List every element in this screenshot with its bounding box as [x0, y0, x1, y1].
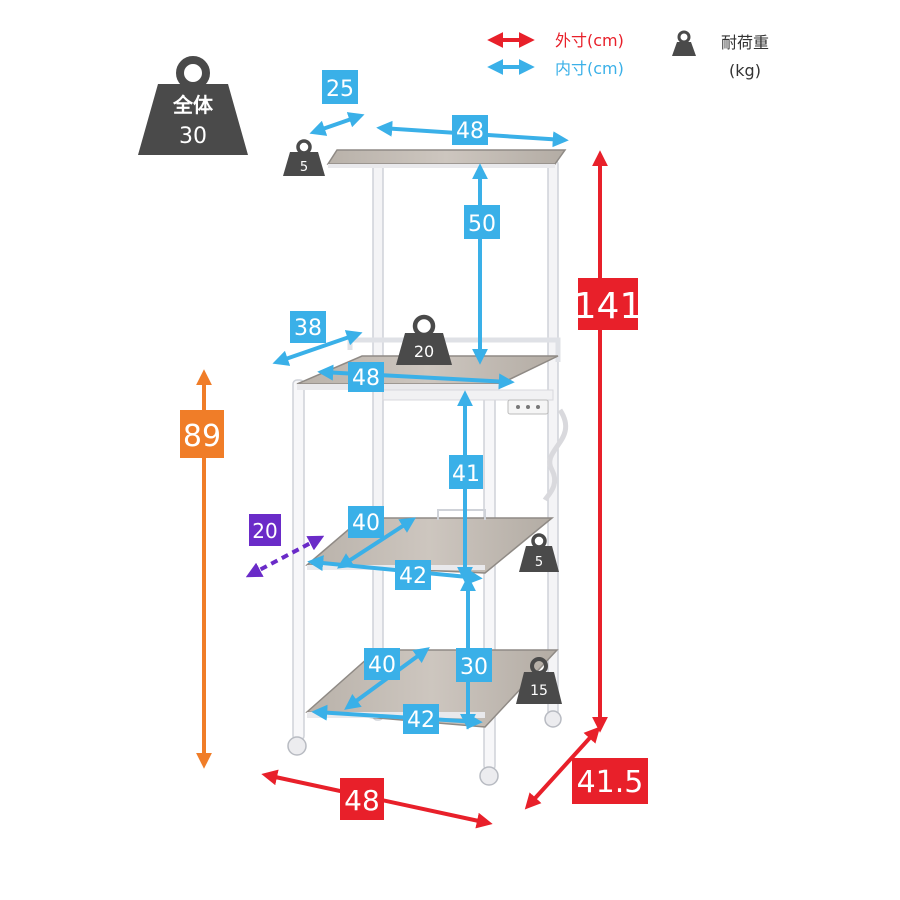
upright-back-left — [372, 159, 384, 721]
shelf3-depth-value: 40 — [368, 653, 396, 678]
load-bottom-value: 15 — [530, 683, 548, 699]
total-weight-value: 30 — [179, 124, 207, 149]
top-width-box — [452, 115, 488, 145]
top-depth-arrow — [309, 112, 365, 136]
shelf2-depth-box — [348, 506, 384, 538]
depth-value: 41.5 — [577, 765, 644, 800]
shelf3-clearance-value: 30 — [460, 655, 488, 680]
shelf3-width-box — [403, 704, 439, 734]
shelf2-width-box — [395, 560, 431, 590]
height-lower-box — [180, 410, 224, 458]
top-clearance-value: 50 — [468, 212, 496, 237]
shelf3-depth-box — [364, 648, 400, 680]
shelf-top — [326, 149, 567, 165]
mid-clearance-value: 41 — [452, 462, 480, 487]
mid-depth-box — [290, 311, 326, 343]
legend-load-label: 耐荷重 — [721, 33, 769, 52]
legend: 外寸(cm) 内寸(cm) 耐荷重 (kg) — [487, 30, 769, 80]
load-middle-value: 20 — [414, 342, 434, 361]
upright-back-right — [547, 159, 559, 721]
load-badge-second: 5 — [519, 533, 559, 572]
load-badge-middle: 20 — [396, 314, 452, 365]
shelf2-rail-arrow — [245, 535, 325, 578]
width-box — [340, 778, 384, 820]
load-top-value: 5 — [300, 160, 308, 175]
top-clearance-box — [464, 205, 500, 239]
legend-inner-label: 内寸(cm) — [555, 59, 624, 78]
load-second-value: 5 — [535, 555, 543, 570]
shelf2-rail-value: 20 — [252, 519, 277, 543]
shelf2-depth-value: 40 — [352, 511, 380, 536]
mid-depth-arrow — [272, 330, 363, 366]
load-badge-top: 5 — [283, 139, 325, 176]
shelf2-rail-box — [249, 514, 281, 546]
upright-front-left — [292, 379, 305, 741]
total-weight-label: 全体 — [172, 93, 214, 117]
shelf3-clearance-box — [456, 648, 492, 682]
inner-dimensions: 25 48 50 38 48 41 40 42 20 — [245, 70, 569, 734]
total-weight-badge: 全体 30 — [138, 56, 248, 155]
shelf3-width-arrow — [311, 704, 483, 730]
height-total-value: 141 — [574, 286, 643, 327]
shelf2-width-value: 42 — [399, 564, 427, 589]
legend-load-unit: (kg) — [729, 61, 761, 80]
depth-arrow — [524, 726, 601, 810]
top-depth-value: 25 — [326, 77, 354, 102]
depth-box — [572, 758, 648, 804]
load-badge-bottom: 15 — [516, 657, 562, 704]
mid-clearance-box — [449, 455, 483, 489]
width-value: 48 — [344, 784, 380, 817]
mid-width-box — [348, 362, 384, 392]
weight-icon — [672, 30, 696, 56]
mid-width-value: 48 — [352, 366, 380, 391]
top-depth-box — [322, 70, 358, 104]
shelf3-width-value: 42 — [407, 708, 435, 733]
top-width-value: 48 — [456, 119, 484, 144]
height-total-box — [578, 278, 638, 330]
mid-depth-value: 38 — [294, 316, 322, 341]
height-lower-value: 89 — [183, 419, 221, 454]
power-cord — [542, 408, 569, 502]
outer-dimensions: 141 89 48 41.5 — [180, 150, 648, 829]
legend-outer-label: 外寸(cm) — [555, 31, 624, 50]
